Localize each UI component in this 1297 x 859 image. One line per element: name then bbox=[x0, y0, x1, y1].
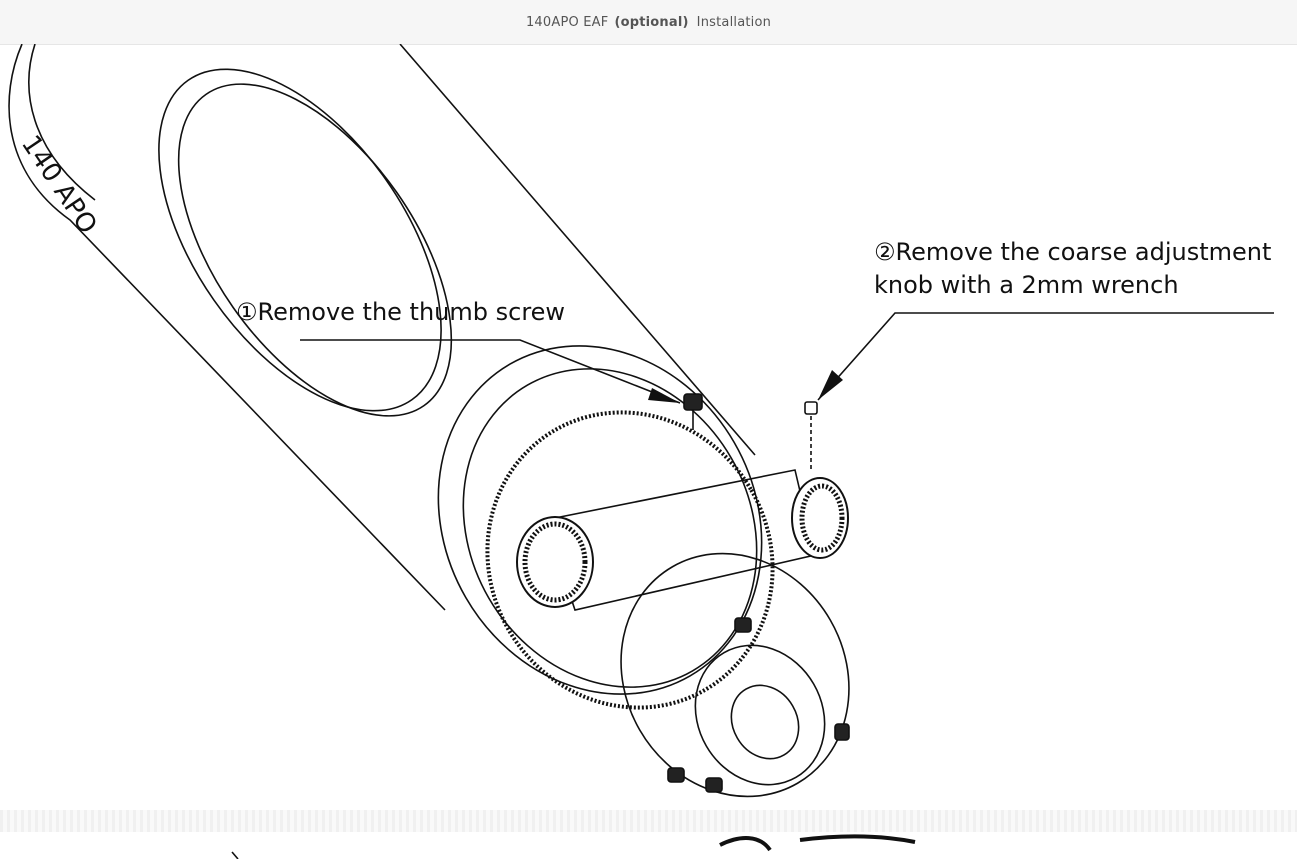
page-header: 140APO EAF (optional) Installation bbox=[0, 0, 1297, 45]
coarse-knob-screw bbox=[804, 401, 818, 415]
header-title-main: 140APO EAF bbox=[525, 14, 609, 30]
callout-2-leader bbox=[817, 312, 1274, 401]
callout-2-line1: Remove the coarse adjustment bbox=[895, 238, 1272, 266]
focuser-cell bbox=[437, 345, 763, 695]
gear-ring bbox=[485, 410, 775, 710]
image-seam bbox=[0, 810, 1297, 832]
callout-2-line2: knob with a 2mm wrench bbox=[874, 271, 1179, 299]
tube-outline bbox=[8, 44, 446, 611]
callout-coarse-knob: ②Remove the coarse adjustment knob with … bbox=[874, 236, 1271, 302]
callout-1-leader bbox=[300, 339, 681, 404]
header-title-optional: (optional) bbox=[614, 14, 689, 30]
tube-ring bbox=[158, 68, 442, 412]
callout-1-text: Remove the thumb screw bbox=[257, 298, 566, 326]
callout-1-number: ① bbox=[236, 298, 258, 326]
eyepiece-opening bbox=[730, 684, 800, 760]
header-title-end: Installation bbox=[696, 14, 772, 30]
left-knob bbox=[516, 516, 594, 608]
callout-thumb-screw: ①Remove the thumb screw bbox=[236, 296, 565, 329]
right-knob bbox=[791, 477, 849, 559]
callout-2-number: ② bbox=[874, 238, 896, 266]
telescope-diagram bbox=[8, 44, 1274, 859]
thumb-screw bbox=[683, 393, 703, 411]
drawtube bbox=[620, 552, 850, 798]
